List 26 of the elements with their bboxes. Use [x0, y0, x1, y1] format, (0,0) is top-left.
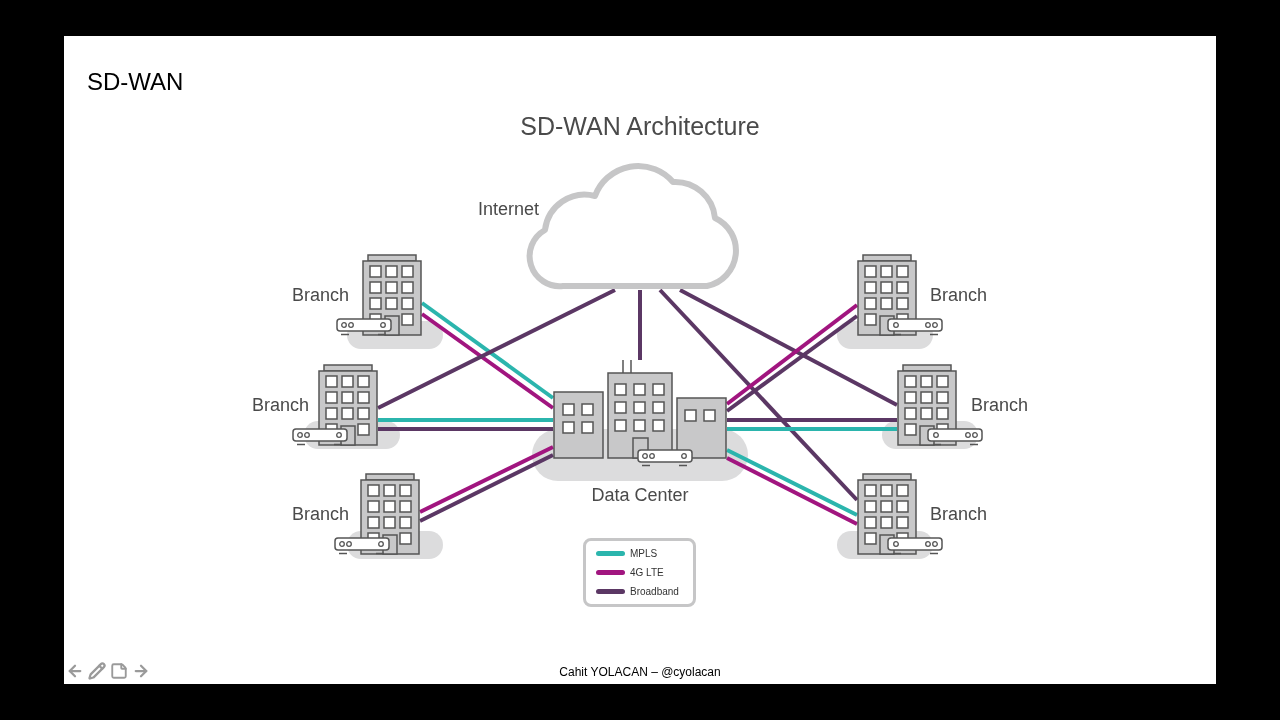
legend-label: 4G LTE — [630, 566, 664, 580]
legend-label: Broadband — [630, 585, 679, 599]
diagram-title: SD-WAN Architecture — [519, 111, 761, 142]
network-link — [419, 453, 554, 523]
node-label: Branch — [929, 503, 987, 526]
node-label: Internet — [478, 198, 540, 221]
network-link — [726, 456, 858, 526]
node-label: Branch — [292, 503, 350, 526]
network-link — [727, 418, 897, 422]
network-link — [679, 288, 898, 407]
node-label: Branch — [292, 284, 350, 307]
network-link — [726, 448, 858, 517]
network-link — [638, 290, 642, 360]
network-link — [378, 427, 553, 431]
node-label: Branch — [252, 394, 310, 417]
network-link — [658, 288, 859, 502]
network-link — [378, 418, 553, 422]
legend-label: MPLS — [630, 547, 658, 561]
node-label: Branch — [929, 284, 987, 307]
node-label: Branch — [970, 394, 1028, 417]
slide-title: SD-WAN — [87, 67, 184, 97]
network-link — [727, 427, 897, 431]
network-link — [419, 445, 554, 514]
network-link — [377, 288, 616, 410]
footer-credit: Cahit YOLACAN – @cyolacan — [558, 664, 722, 681]
node-label: Data Center — [590, 484, 690, 507]
